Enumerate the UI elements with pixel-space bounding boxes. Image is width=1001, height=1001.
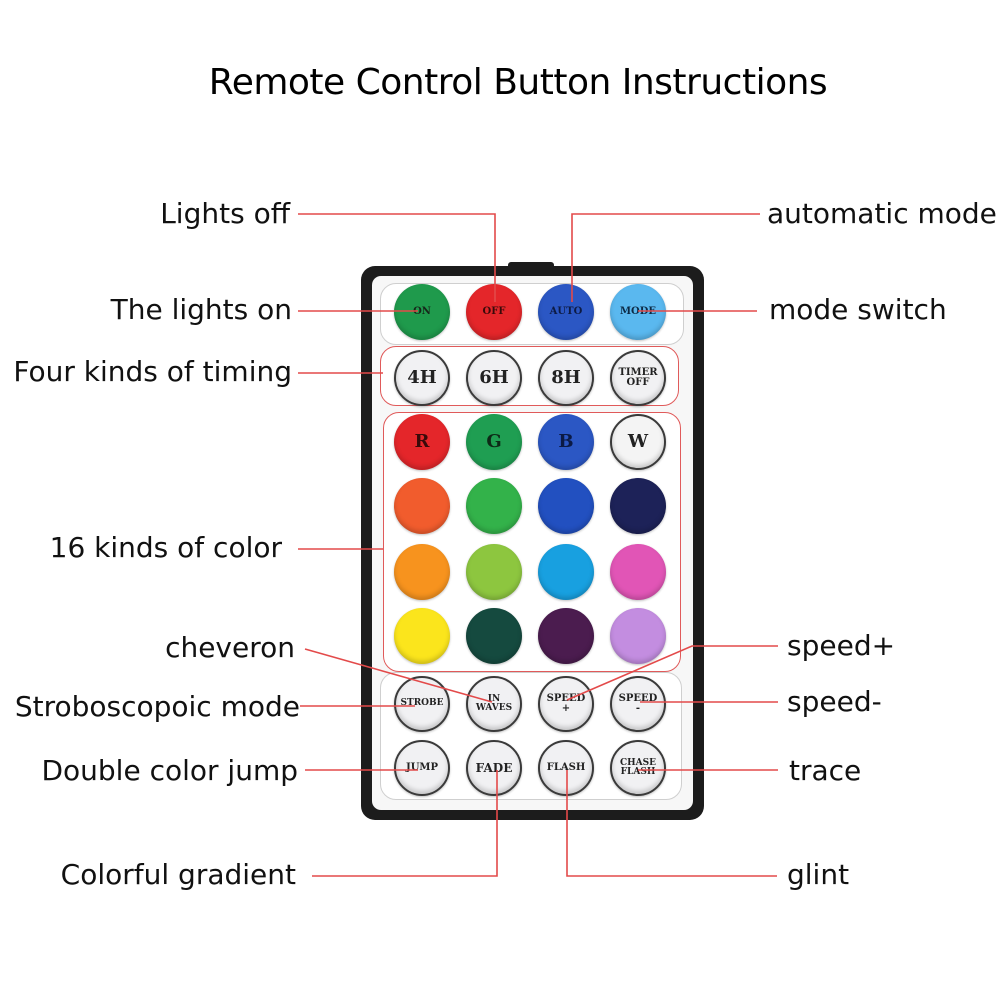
color-button[interactable] — [538, 544, 594, 600]
off-button[interactable]: OFF — [466, 284, 522, 340]
label-gradient: Colorful gradient — [60, 858, 296, 891]
label-glint: glint — [787, 858, 850, 891]
color-button[interactable] — [394, 608, 450, 664]
color-green-label: G — [486, 430, 502, 452]
jump-button[interactable]: JUMP — [394, 740, 450, 796]
timer-6h-button[interactable]: 6H — [466, 350, 522, 406]
label-cheveron: cheveron — [165, 631, 295, 664]
label-double-jump: Double color jump — [41, 754, 298, 787]
color-green-button[interactable]: G — [466, 414, 522, 470]
color-button[interactable] — [394, 544, 450, 600]
color-button[interactable] — [538, 608, 594, 664]
color-button[interactable] — [394, 478, 450, 534]
speed-minus-button[interactable]: SPEED - — [610, 676, 666, 732]
in-waves-button[interactable]: IN WAVES — [466, 676, 522, 732]
chase-flash-button[interactable]: CHASE FLASH — [610, 740, 666, 796]
off-button-label: OFF — [482, 305, 506, 317]
label-trace: trace — [789, 754, 862, 787]
jump-label: JUMP — [405, 761, 439, 773]
flash-button[interactable]: FLASH — [538, 740, 594, 796]
timer-6h-label: 6H — [479, 366, 509, 388]
color-white-button[interactable]: W — [610, 414, 666, 470]
label-mode-switch: mode switch — [769, 293, 947, 326]
mode-button[interactable]: MODE — [610, 284, 666, 340]
strobe-label: STROBE — [400, 698, 444, 709]
on-button[interactable]: ON — [394, 284, 450, 340]
in-waves-label: IN WAVES — [475, 693, 513, 713]
fade-label: FADE — [475, 760, 513, 775]
timer-off-label: TIMER OFF — [618, 366, 658, 388]
chase-flash-label: CHASE FLASH — [619, 757, 656, 777]
label-speed-plus: speed+ — [787, 629, 896, 662]
flash-label: FLASH — [546, 761, 586, 773]
page-title: Remote Control Button Instructions — [208, 62, 828, 103]
color-button[interactable] — [466, 478, 522, 534]
color-button[interactable] — [610, 608, 666, 664]
label-speed-minus: speed- — [787, 685, 882, 718]
timer-4h-button[interactable]: 4H — [394, 350, 450, 406]
fade-button[interactable]: FADE — [466, 740, 522, 796]
speed-minus-label: SPEED - — [618, 692, 658, 714]
mode-button-label: MODE — [619, 305, 657, 317]
timer-8h-label: 8H — [551, 366, 581, 388]
color-button[interactable] — [610, 544, 666, 600]
color-button[interactable] — [538, 478, 594, 534]
color-red-button[interactable]: R — [394, 414, 450, 470]
speed-plus-label: SPEED + — [546, 692, 586, 714]
label-strobe-mode: Stroboscopoic mode — [14, 690, 300, 723]
auto-button-label: AUTO — [549, 305, 583, 317]
on-button-label: ON — [413, 305, 431, 317]
auto-button[interactable]: AUTO — [538, 284, 594, 340]
timer-off-button[interactable]: TIMER OFF — [610, 350, 666, 406]
timer-4h-label: 4H — [407, 366, 437, 388]
label-lights-off: Lights off — [160, 197, 290, 230]
color-button[interactable] — [610, 478, 666, 534]
color-blue-label: B — [558, 430, 574, 452]
timer-8h-button[interactable]: 8H — [538, 350, 594, 406]
color-button[interactable] — [466, 544, 522, 600]
speed-plus-button[interactable]: SPEED + — [538, 676, 594, 732]
color-white-label: W — [627, 430, 649, 452]
label-sixteen-colors: 16 kinds of color — [49, 531, 282, 564]
label-automatic-mode: automatic mode — [767, 197, 997, 230]
color-button[interactable] — [466, 608, 522, 664]
strobe-button[interactable]: STROBE — [394, 676, 450, 732]
color-blue-button[interactable]: B — [538, 414, 594, 470]
label-four-timing: Four kinds of timing — [13, 355, 292, 388]
color-red-label: R — [414, 430, 430, 452]
label-lights-on: The lights on — [110, 293, 292, 326]
